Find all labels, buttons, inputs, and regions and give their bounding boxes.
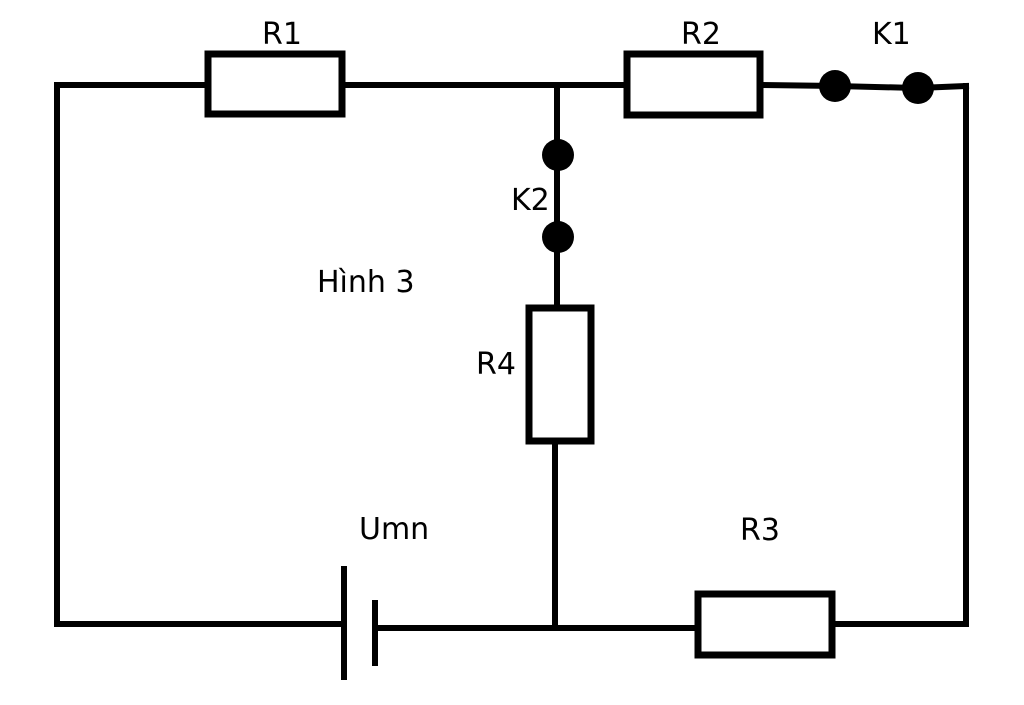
label-k1: K1	[872, 17, 911, 52]
k2-terminal-bottom	[542, 221, 574, 253]
label-r2: R2	[681, 17, 721, 52]
label-r4: R4	[476, 347, 516, 382]
label-k2: K2	[511, 183, 550, 218]
k1-terminal-left	[819, 70, 851, 102]
k2-terminal-top	[542, 139, 574, 171]
resistor-r1	[204, 50, 346, 118]
resistor-r4	[525, 304, 595, 445]
label-source: Umn	[359, 512, 429, 547]
label-r1: R1	[262, 17, 302, 52]
k1-terminal-right	[902, 72, 934, 104]
resistor-r2	[623, 50, 764, 119]
figure-label: Hình 3	[317, 265, 415, 300]
resistor-r3	[694, 590, 836, 659]
label-r3: R3	[740, 513, 780, 548]
source-umn	[341, 566, 378, 680]
